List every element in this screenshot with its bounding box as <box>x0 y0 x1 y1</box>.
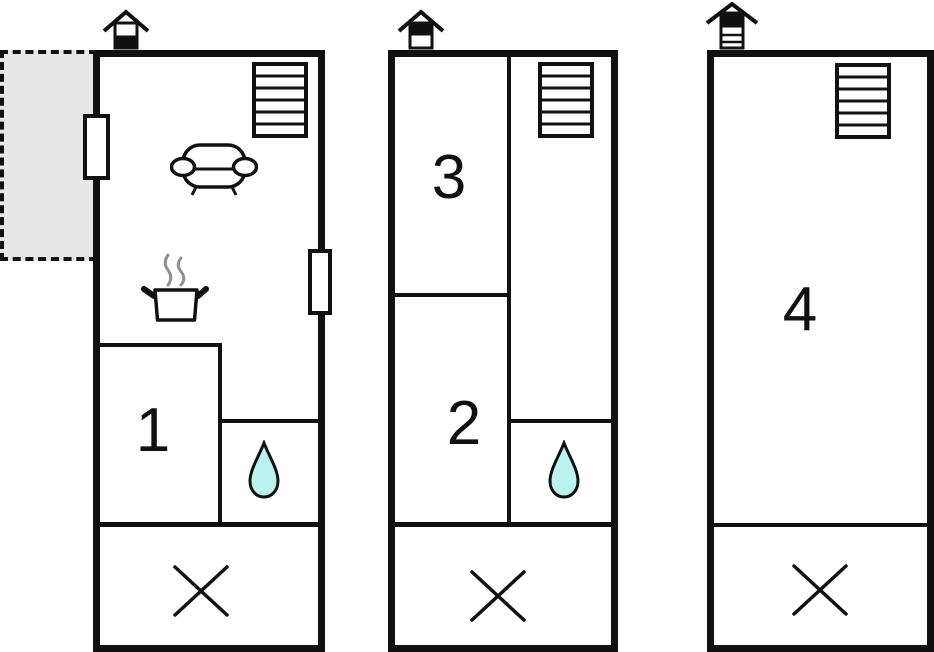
cross-area-top-wall <box>395 522 611 527</box>
room1-top-wall <box>100 343 222 347</box>
middle-unit-outline: 3 2 <box>388 50 618 652</box>
terrace-dashed-area <box>0 50 97 261</box>
chimney-icon <box>396 9 446 50</box>
water-drop-icon <box>546 440 582 500</box>
cooking-pot-icon <box>140 252 210 324</box>
left-unit-outline: 1 <box>93 50 325 652</box>
room3-bottom-wall <box>395 293 507 297</box>
chimney-icon <box>101 9 151 50</box>
sofa-icon <box>170 140 258 196</box>
right-unit-outline: 4 <box>707 50 934 652</box>
stairs-icon <box>252 62 308 138</box>
water-drop-icon <box>246 440 282 500</box>
window-right-wall <box>308 249 332 315</box>
cross-area-top-wall <box>100 522 318 527</box>
stairs-icon <box>835 63 891 139</box>
room-4-label: 4 <box>782 275 818 344</box>
room1-right-wall <box>218 343 222 526</box>
window-left-wall <box>83 114 110 180</box>
chimney-icon <box>704 2 760 50</box>
room-1-label: 1 <box>135 396 171 465</box>
cross-mark-icon <box>469 569 527 623</box>
bathroom-top-wall <box>507 419 611 423</box>
corridor-wall <box>507 57 511 526</box>
cross-mark-icon <box>791 563 849 617</box>
room-3-label: 3 <box>431 143 467 212</box>
room-2-label: 2 <box>446 389 482 458</box>
cross-mark-icon <box>172 564 230 618</box>
stairs-icon <box>538 62 594 138</box>
bathroom-top-wall <box>218 419 318 423</box>
cross-area-top-wall <box>714 523 927 527</box>
